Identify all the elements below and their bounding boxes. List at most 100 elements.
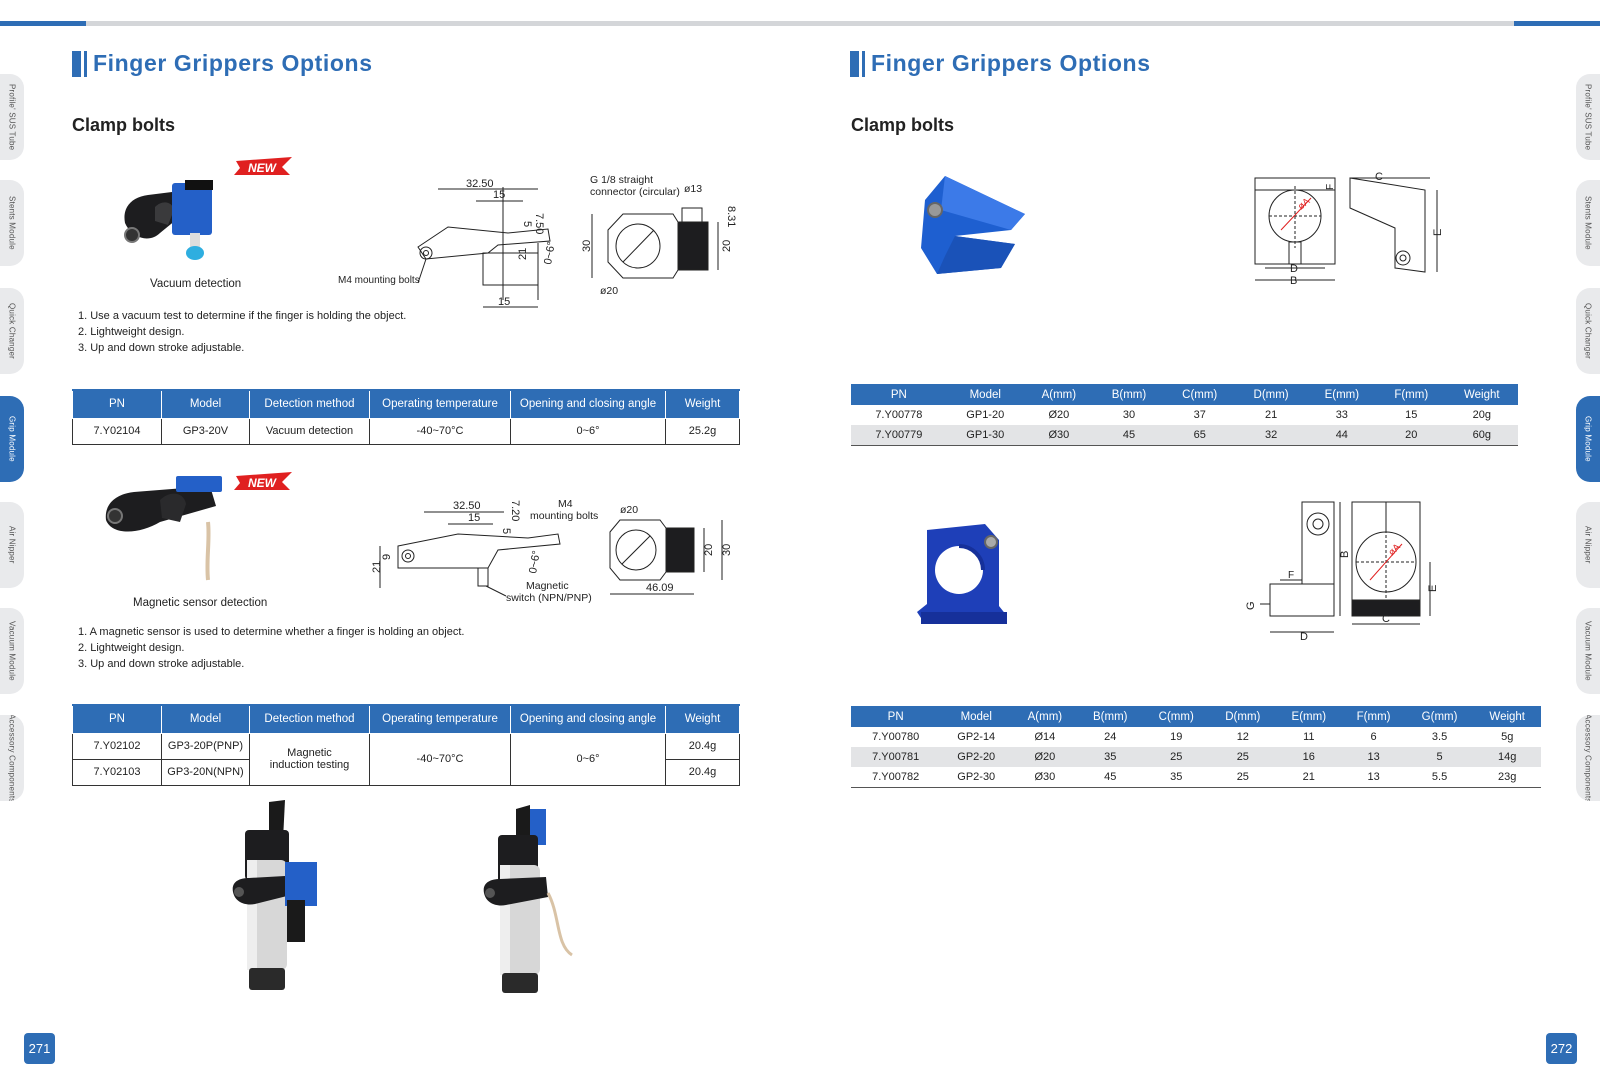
gp1-clamp-drawing: øA F D B C E [1254,171,1444,287]
cell: 20g [1472,409,1491,421]
side-tab[interactable]: Stents Module [1576,180,1600,266]
magnetic-gripper-side-drawing: M4 mounting bolts 32.50 15 7.20 5 21 9 0… [371,498,598,604]
svg-text:32.50: 32.50 [453,500,481,512]
svg-text:NEW: NEW [248,161,278,175]
col-header: A(mm) [1012,706,1078,727]
product1-notes: 1. Use a vacuum test to determine if the… [78,308,406,356]
col-header: D(mm) [1235,384,1307,405]
cell: 25 [1209,767,1277,788]
new-badge: NEW [234,157,292,175]
cell-angle: 0~6° [510,417,666,445]
product1-caption: Vacuum detection [150,278,242,290]
side-tab-label: Profile' SUS Tube [7,83,17,151]
col-header: E(mm) [1306,384,1377,405]
col-header: A(mm) [1023,384,1094,405]
svg-text:B: B [1339,551,1351,558]
cell: Ø20 [1048,409,1070,421]
new-badge: NEW [234,472,292,490]
svg-text:15: 15 [468,512,480,524]
side-tab[interactable]: Quick Changer [1576,288,1600,374]
note-line: 2. Lightweight design. [78,326,185,338]
svg-text:G: G [1245,601,1257,610]
cell: 7.Y00778 [875,409,923,421]
cell: 7.Y00781 [851,747,941,767]
top-rule-accent-left [0,21,86,26]
svg-text:C: C [1375,171,1383,183]
svg-text:46.09: 46.09 [646,582,674,594]
svg-text:8.31: 8.31 [725,206,737,227]
cell: 5 [1405,747,1474,767]
col-header: Weight [665,704,740,734]
gp2-clamp-photo [917,524,1007,624]
side-tab-label: Air Nipper [1583,526,1593,564]
svg-text:15: 15 [498,296,510,308]
cell: 19 [1170,731,1183,743]
cell-angle: 0~6° [510,732,666,786]
svg-text:E: E [1427,585,1439,592]
col-header: Detection method [249,389,370,419]
cell: GP2-14 [957,731,996,743]
side-tab-label: Vacuum Module [1583,621,1593,681]
side-tab-label: Grip Module [1583,416,1593,462]
side-tab[interactable]: Grip Module [1576,396,1600,482]
svg-text:ø20: ø20 [620,504,638,516]
note-line: 3. Up and down stroke adjustable. [78,658,245,670]
cell: 37 [1193,409,1206,421]
gp2-spec-table: PN Model A(mm) B(mm) C(mm) D(mm) E(mm) F… [851,706,1541,788]
cell: 35 [1142,767,1210,788]
vacuum-gripper-front-drawing: G 1/8 straight connector (circular) ø13 … [581,174,737,297]
product2-caption: Magnetic sensor detection [133,597,268,609]
title-bars-icon [72,50,87,77]
gripper-sensor-mounted-photo [483,805,573,993]
col-header: Model [161,704,250,734]
gp1-clamp-photo [921,176,1025,274]
note-line: 2. Lightweight design. [78,642,185,654]
table-row: 7.Y00778 GP1-20 Ø20 30 37 21 33 15 20g [851,405,1518,425]
side-tab[interactable]: Grip Module [0,396,24,482]
side-tab[interactable]: Vacuum Module [1576,608,1600,694]
cell: 25 [1142,747,1210,767]
cell-method: Magnetic induction testing [249,732,370,786]
svg-text:ø13: ø13 [684,183,702,195]
svg-text:7.20: 7.20 [509,500,521,521]
col-header: F(mm) [1376,384,1446,405]
cell: 44 [1306,425,1377,446]
cell: 33 [1335,409,1348,421]
col-header: C(mm) [1142,706,1210,727]
side-tab[interactable]: Stents Module [0,180,24,266]
cell: GP1-30 [946,425,1024,446]
cell: 35 [1077,747,1143,767]
cell: 5.5 [1405,767,1474,788]
magnetic-spec-table: PN Model Detection method Operating temp… [72,704,740,786]
cell: 16 [1276,747,1342,767]
svg-text:G 1/8 straight: G 1/8 straight [590,174,653,186]
svg-text:mounting bolts: mounting bolts [530,510,598,522]
side-tab[interactable]: Profile' SUS Tube [1576,74,1600,160]
top-rule-accent-right [1514,21,1600,26]
side-tab[interactable]: Air Nipper [1576,502,1600,588]
cell: 6 [1370,731,1377,743]
side-tab[interactable]: Profile' SUS Tube [0,74,24,160]
cell-temp: -40~70°C [369,417,511,445]
side-tab[interactable]: Quick Changer [0,288,24,374]
page-title-text: Finger Grippers Options [871,50,1151,76]
svg-text:M4: M4 [558,498,573,510]
cell: 5g [1501,731,1514,743]
side-tab[interactable]: Air Nipper [0,502,24,588]
method-line: induction testing [269,759,350,771]
col-header: Detection method [249,704,370,734]
side-tab[interactable]: Accessory Components [1576,715,1600,801]
svg-text:30: 30 [581,240,593,252]
side-tab[interactable]: Vacuum Module [0,608,24,694]
top-rule [0,21,1600,26]
col-header: Weight [665,389,740,419]
cell: 13 [1341,767,1406,788]
cell-model: GP3-20P(PNP) [161,732,250,760]
cell: Ø14 [1034,731,1056,743]
section-subtitle: Clamp bolts [851,115,955,135]
side-tab[interactable]: Accessory Components [0,715,24,801]
svg-text:30: 30 [721,544,733,556]
side-tab-label: Profile' SUS Tube [1583,83,1593,151]
svg-text:21: 21 [371,561,383,573]
cell: 20 [1376,425,1446,446]
